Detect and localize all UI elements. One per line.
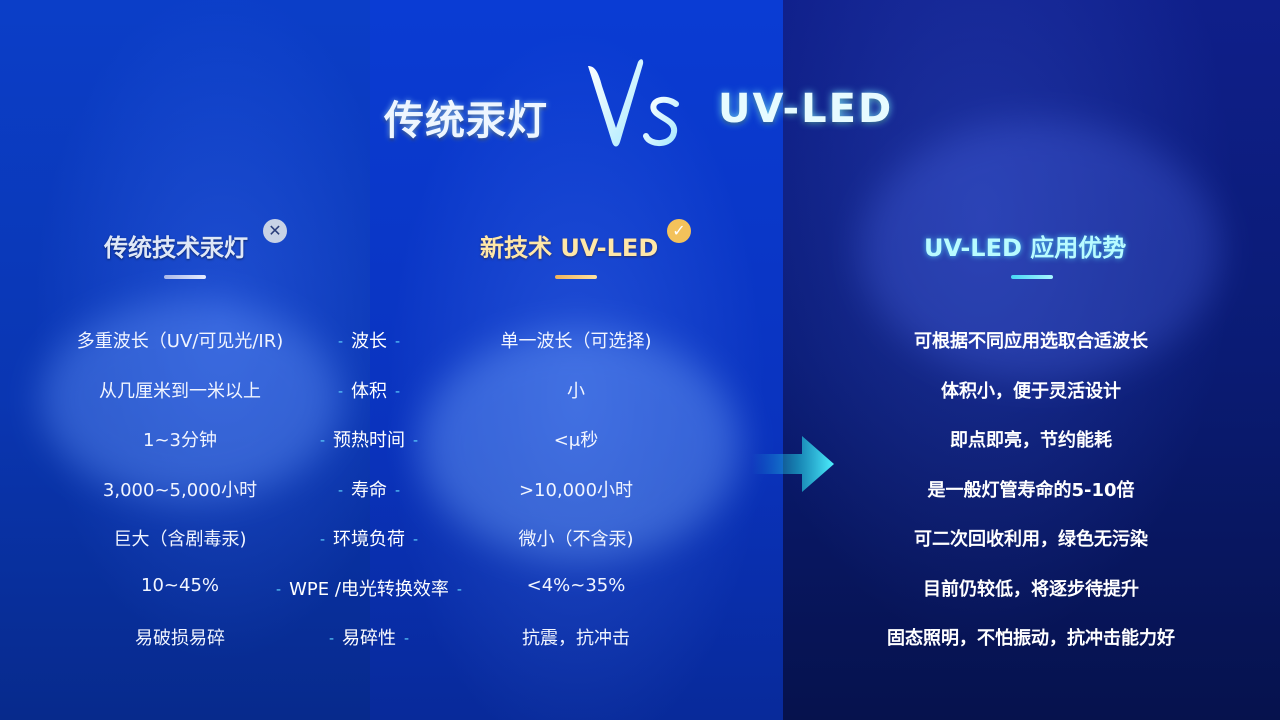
uvled-value: 微小（不含汞) [518,529,634,550]
uvled-value: >10,000小时 [518,480,634,501]
dash-decoration: - [328,631,334,647]
uvled-value: 抗震，抗冲击 [522,628,630,649]
header-advantages: UV-LED 应用优势 [924,234,1127,262]
row-label-text: 波长 [351,331,387,352]
dash-decoration: - [319,433,325,449]
dash-decoration: - [319,532,325,548]
row-label: -WPE /电光转换效率- [268,575,470,601]
dash-decoration: - [395,384,401,400]
uvled-value: 单一波长（可选择) [500,331,652,352]
dash-decoration: - [395,483,401,499]
right-panel [783,0,1280,720]
title-uvled: UV-LED [718,86,894,132]
middle-panel [370,0,783,720]
dash-decoration: - [413,433,419,449]
advantage-text: 体积小，便于灵活设计 [941,381,1121,402]
traditional-value: 易破损易碎 [135,628,225,649]
advantage-text: 可根据不同应用选取合适波长 [914,331,1148,352]
dash-decoration: - [276,582,282,598]
traditional-value: 3,000~5,000小时 [102,480,258,501]
header-traditional: 传统技术汞灯 [104,234,248,262]
row-label-text: 环境负荷 [333,529,405,550]
row-label: -环境负荷- [312,525,426,551]
advantage-text: 目前仍较低，将逐步待提升 [923,579,1139,600]
header-underline [555,275,597,279]
row-label: -波长- [330,327,408,353]
advantage-text: 是一般灯管寿命的5-10倍 [927,480,1135,501]
title-traditional: 传统汞灯 [384,98,548,144]
header-underline [1011,275,1053,279]
row-label: -易碎性- [321,624,417,650]
dash-decoration: - [337,334,343,350]
vs-logo [588,59,679,147]
advantage-text: 即点即亮，节约能耗 [950,430,1112,451]
row-label: -体积- [330,377,408,403]
header-uvled: 新技术 UV-LED [480,234,659,262]
dash-decoration: - [337,483,343,499]
traditional-value: 多重波长（UV/可见光/IR) [76,331,284,352]
uvled-value: <μ秒 [553,430,599,451]
traditional-value: 巨大（含剧毒汞) [113,529,247,550]
row-label-text: 预热时间 [333,430,405,451]
row-label-text: 体积 [351,381,387,402]
header-underline [164,275,206,279]
row-label-text: WPE /电光转换效率 [289,579,449,600]
dash-decoration: - [413,532,419,548]
check-icon: ✓ [667,219,691,243]
traditional-value: 1~3分钟 [143,430,217,451]
close-icon: ✕ [263,219,287,243]
left-panel [0,0,370,720]
uvled-value: <4%~35% [526,575,626,596]
row-label-text: 寿命 [351,480,387,501]
row-label: -预热时间- [312,426,426,452]
row-label-text: 易碎性 [342,628,396,649]
traditional-value: 从几厘米到一米以上 [99,381,261,402]
dash-decoration: - [456,582,462,598]
uvled-value: 小 [567,381,585,402]
traditional-value: 10~45% [141,575,219,596]
dash-decoration: - [337,384,343,400]
advantage-text: 固态照明，不怕振动，抗冲击能力好 [887,628,1175,649]
advantage-text: 可二次回收利用，绿色无污染 [914,529,1148,550]
dash-decoration: - [395,334,401,350]
row-label: -寿命- [330,476,408,502]
page-title: 传统汞灯 UV-LED [0,59,1280,160]
arrow-right-icon [752,436,834,492]
dash-decoration: - [404,631,410,647]
